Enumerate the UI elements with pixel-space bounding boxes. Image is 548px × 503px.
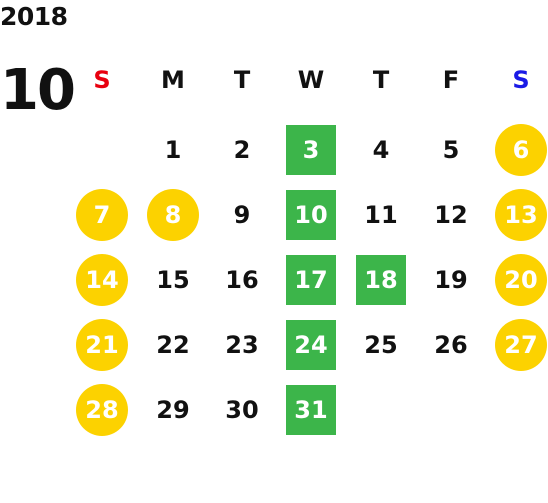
day-cell-12[interactable]: 12: [434, 201, 468, 229]
month-number: 10: [0, 58, 76, 123]
day-cell-13[interactable]: 13: [495, 189, 547, 241]
day-cell-8[interactable]: 8: [147, 189, 199, 241]
day-cell-21[interactable]: 21: [76, 319, 128, 371]
weekday-mon: M: [161, 66, 185, 94]
day-cell-18[interactable]: 18: [356, 255, 406, 305]
year-label: 2018: [0, 2, 68, 31]
day-cell-25[interactable]: 25: [364, 331, 398, 359]
day-cell-29[interactable]: 29: [156, 396, 190, 424]
day-cell-30[interactable]: 30: [225, 396, 259, 424]
day-cell-4[interactable]: 4: [372, 136, 390, 164]
day-cell-10[interactable]: 10: [286, 190, 336, 240]
day-cell-6[interactable]: 6: [495, 124, 547, 176]
day-cell-7[interactable]: 7: [76, 189, 128, 241]
weekday-wed: W: [297, 66, 325, 94]
day-cell-31[interactable]: 31: [286, 385, 336, 435]
day-cell-24[interactable]: 24: [286, 320, 336, 370]
weekday-sat: S: [512, 66, 530, 94]
day-cell-17[interactable]: 17: [286, 255, 336, 305]
day-cell-19[interactable]: 19: [434, 266, 468, 294]
day-cell-3[interactable]: 3: [286, 125, 336, 175]
day-cell-16[interactable]: 16: [225, 266, 259, 294]
weekday-thu: T: [372, 66, 390, 94]
day-cell-9[interactable]: 9: [233, 201, 251, 229]
day-cell-28[interactable]: 28: [76, 384, 128, 436]
weekday-tue: T: [233, 66, 251, 94]
day-cell-20[interactable]: 20: [495, 254, 547, 306]
day-cell-11[interactable]: 11: [364, 201, 398, 229]
day-cell-14[interactable]: 14: [76, 254, 128, 306]
day-cell-22[interactable]: 22: [156, 331, 190, 359]
day-cell-26[interactable]: 26: [434, 331, 468, 359]
day-cell-23[interactable]: 23: [225, 331, 259, 359]
weekday-fri: F: [442, 66, 460, 94]
day-cell-27[interactable]: 27: [495, 319, 547, 371]
day-cell-15[interactable]: 15: [156, 266, 190, 294]
day-cell-1[interactable]: 1: [164, 136, 182, 164]
day-cell-2[interactable]: 2: [233, 136, 251, 164]
weekday-sun: S: [93, 66, 111, 94]
day-cell-5[interactable]: 5: [442, 136, 460, 164]
